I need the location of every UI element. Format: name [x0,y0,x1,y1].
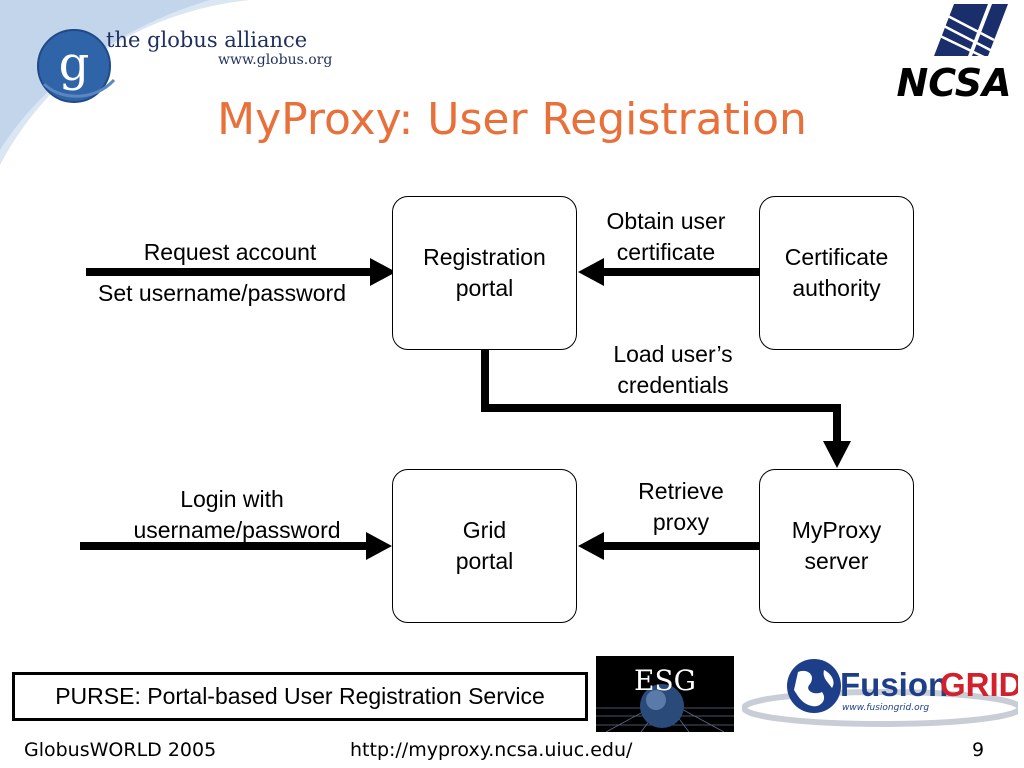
esg-logo-text: ESG [634,664,696,697]
footer-event: GlobusWORLD 2005 [24,739,217,761]
set-password-label: Set username/password [97,280,346,306]
obtain-certificate-label-line2: certificate [616,239,716,265]
load-credentials-label-line2: credentials [617,372,729,398]
fusiongrid-logo: Fusion GRID www.fusiongrid.org [741,656,1023,732]
load-credentials-arrow [481,350,841,444]
login-label-line1: Login with [180,486,284,512]
ncsa-logo-text: NCSA [896,61,1011,100]
myproxy-server-node: MyProxy server [759,469,914,623]
obtain-certificate-arrowhead [578,258,604,286]
globus-logo: g [36,22,116,110]
ncsa-logo: NCSA [884,2,1024,105]
login-label-line2: username/password [133,517,341,543]
fusion-url: www.fusiongrid.org [842,703,929,713]
purse-caption-box: PURSE: Portal-based User Registration Se… [12,672,588,721]
login-arrowhead [366,532,392,560]
globus-name: the globus alliance [106,28,308,52]
registration-portal-node: Registration portal [392,196,577,350]
grid-portal-node: Grid portal [392,469,577,623]
fusion-brand-b: GRID [940,666,1018,703]
request-account-label: Request account [143,239,317,265]
retrieve-proxy-label-line2: proxy [652,509,710,535]
load-credentials-label-line1: Load user’s [613,341,733,367]
esg-logo: ESG [596,656,734,733]
retrieve-proxy-label-line1: Retrieve [638,478,724,504]
myproxy-server-label: MyProxy server [791,517,882,574]
obtain-certificate-label-line1: Obtain user [606,208,726,234]
certificate-authority-node: Certificate authority [759,196,914,350]
footer-url: http://myproxy.ncsa.uiuc.edu/ [350,739,633,761]
globus-logo-letter: g [59,36,90,92]
retrieve-proxy-arrowhead [578,532,604,560]
footer-page-number: 9 [972,739,985,761]
slide-title: MyProxy: User Registration [217,94,807,145]
globus-url: www.globus.org [218,52,333,68]
fusion-brand-a: Fusion [840,666,948,703]
registration-portal-label: Registration portal [423,244,546,301]
load-credentials-arrowhead [823,441,851,468]
certificate-authority-label: Certificate authority [784,244,889,301]
request-account-arrowhead [370,258,396,286]
grid-portal-label: Grid portal [455,517,514,574]
purse-caption-text: PURSE: Portal-based User Registration Se… [55,683,545,709]
